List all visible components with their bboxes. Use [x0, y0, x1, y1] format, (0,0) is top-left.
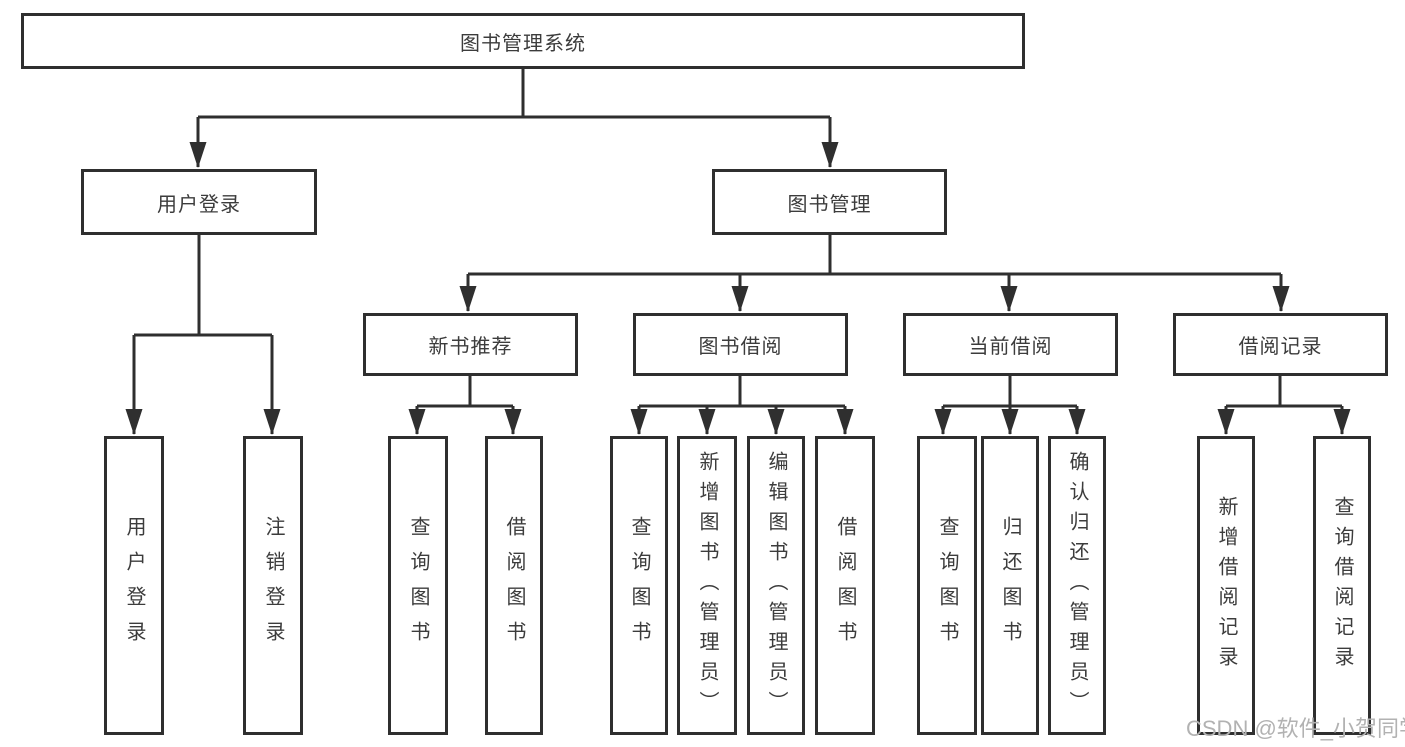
node-label: 借阅记录: [1238, 336, 1323, 358]
leaf-add-borrow-record: 新增借阅记录: [1197, 436, 1255, 735]
leaf-add-books-admin: 新增图书（管理员）: [677, 436, 737, 735]
leaf-label: 新增图书（管理员）: [696, 450, 718, 721]
leaf-label: 新增借阅记录: [1215, 495, 1237, 676]
node-label: 新书推荐: [428, 336, 513, 358]
node-book-management: 图书管理: [712, 169, 947, 235]
leaf-label: 归还图书: [999, 515, 1021, 656]
leaf-query-borrow-record: 查询借阅记录: [1313, 436, 1371, 735]
leaf-logout: 注销登录: [243, 436, 303, 735]
node-user-login: 用户登录: [81, 169, 317, 235]
leaf-return-books: 归还图书: [981, 436, 1039, 735]
leaf-label: 借阅图书: [503, 515, 525, 656]
node-label: 图书管理: [787, 193, 872, 216]
leaf-label: 查询图书: [936, 515, 958, 656]
node-current-borrowing: 当前借阅: [903, 313, 1118, 376]
leaf-borrow-books-recommend: 借阅图书: [485, 436, 543, 735]
node-label: 当前借阅: [968, 336, 1053, 358]
csdn-watermark: CSDN @软件_小贺同学: [1186, 716, 1405, 741]
leaf-edit-books-admin: 编辑图书（管理员）: [747, 436, 805, 735]
leaf-label: 确认归还（管理员）: [1066, 450, 1088, 721]
leaf-label: 借阅图书: [834, 515, 856, 656]
leaf-label: 查询借阅记录: [1331, 495, 1353, 676]
leaf-user-login: 用户登录: [104, 436, 164, 735]
node-new-book-recommendation: 新书推荐: [363, 313, 578, 376]
node-borrowing-records: 借阅记录: [1173, 313, 1388, 376]
node-label: 图书管理系统: [460, 32, 586, 55]
node-library-management-system: 图书管理系统: [21, 13, 1025, 69]
leaf-query-books-recommend: 查询图书: [388, 436, 448, 735]
leaf-label: 查询图书: [407, 515, 429, 656]
leaf-label: 编辑图书（管理员）: [765, 450, 787, 721]
node-label: 用户登录: [157, 193, 241, 216]
leaf-label: 用户登录: [123, 515, 145, 656]
leaf-query-books-borrow: 查询图书: [610, 436, 668, 735]
leaf-confirm-return-admin: 确认归还（管理员）: [1048, 436, 1106, 735]
leaf-query-books-current: 查询图书: [917, 436, 977, 735]
node-label: 图书借阅: [698, 336, 783, 358]
leaf-borrow-books: 借阅图书: [815, 436, 875, 735]
leaf-label: 注销登录: [262, 515, 284, 656]
leaf-label: 查询图书: [628, 515, 650, 656]
node-book-borrowing: 图书借阅: [633, 313, 848, 376]
